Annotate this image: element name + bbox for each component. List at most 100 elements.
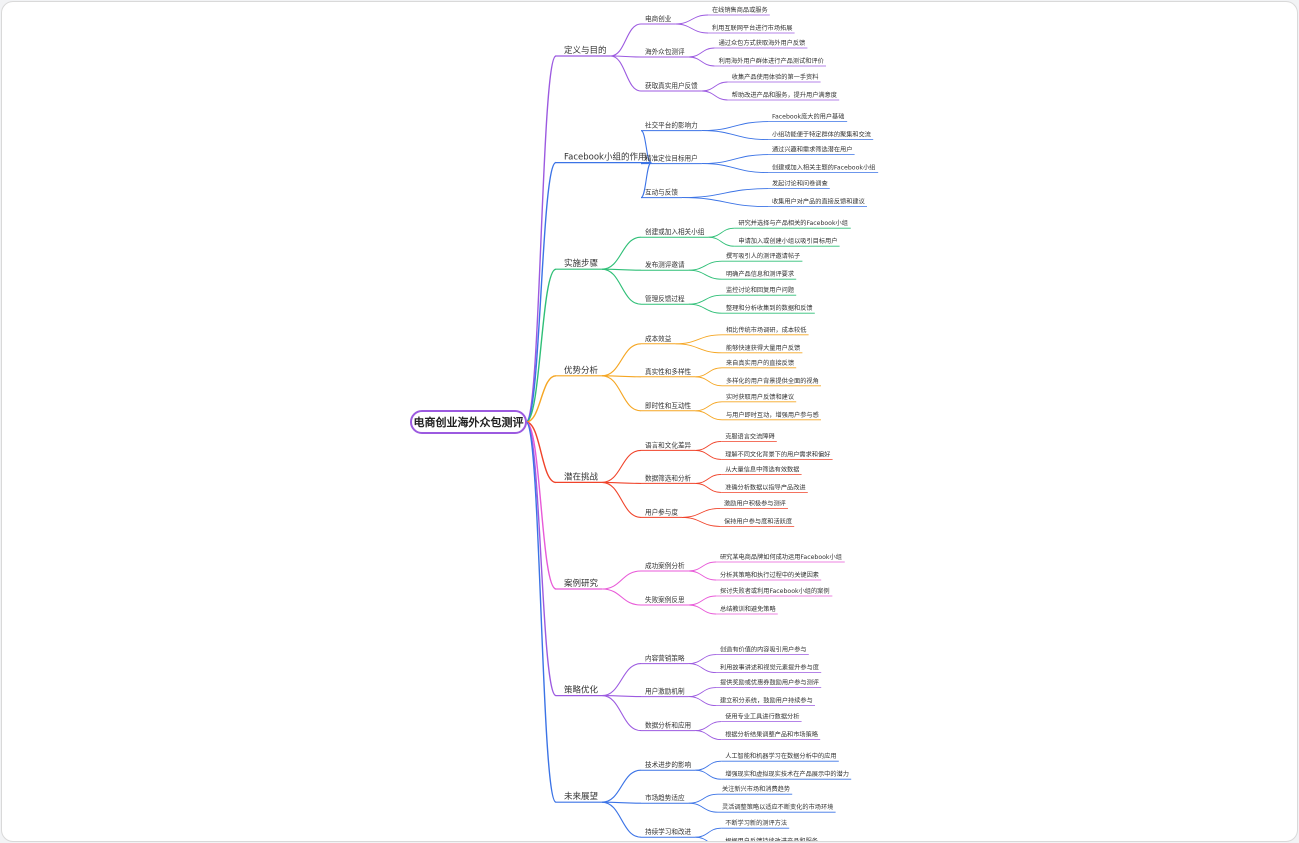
subtopic-label[interactable]: 数据筛选和分析 <box>645 473 692 482</box>
subtopic-label[interactable]: 成本效益 <box>645 334 672 343</box>
leaf-label[interactable]: 明确产品信息和测评要求 <box>726 270 794 278</box>
leaf-label[interactable]: 理解不同文化背景下的用户需求和偏好 <box>725 450 830 458</box>
subtopic-label[interactable]: 即时性和互动性 <box>645 401 692 410</box>
leaf-connector <box>695 367 723 378</box>
leaf-label[interactable]: 收集用户对产品的直接反馈和建议 <box>772 198 866 206</box>
leaf-label[interactable]: 相比传统市场调研，成本较低 <box>726 326 806 334</box>
root-label[interactable]: 电商创业海外众包测评 <box>414 415 524 429</box>
leaf-label[interactable]: 帮助改进产品和服务，提升用户满意度 <box>732 91 837 99</box>
subtopic-connector <box>601 695 642 698</box>
root-node[interactable] <box>410 410 527 434</box>
leaf-label[interactable]: 准确分析数据以指导产品改进 <box>725 483 805 491</box>
leaf-label[interactable]: 克服语言交流障碍 <box>725 432 775 440</box>
leaf-connector <box>695 410 723 421</box>
leaf-label[interactable]: 人工智能和机器学习在数据分析中的应用 <box>725 752 836 760</box>
branch-title[interactable]: 定义与目的 <box>564 45 607 56</box>
leaf-connector <box>695 473 722 484</box>
leaf-connector <box>708 227 735 238</box>
leaf-connector <box>688 260 723 271</box>
leaf-label[interactable]: 不断学习新的测评方法 <box>725 819 787 827</box>
leaf-label[interactable]: 监控讨论和回复用户问题 <box>726 286 794 294</box>
leaf-label[interactable]: 从大量信息中筛选有效数据 <box>725 465 799 473</box>
leaf-connector <box>695 827 722 838</box>
subtopic-label[interactable]: 发布测评邀请 <box>645 260 685 269</box>
subtopic-label[interactable]: 技术进步的影响 <box>645 760 692 769</box>
leaf-label[interactable]: 关注新兴市场和消费趋势 <box>722 785 790 793</box>
leaf-label[interactable]: 利用海外用户群体进行产品测试和评价 <box>719 57 824 65</box>
leaf-label[interactable]: 激励用户积极参与测评 <box>724 499 786 507</box>
subtopic-label[interactable]: 持续学习和改进 <box>645 827 692 836</box>
leaf-connector <box>681 188 769 199</box>
leaf-label[interactable]: 通过众包方式获取海外用户反馈 <box>719 39 806 47</box>
leaf-label[interactable]: 整理和分析收集到的数据和反馈 <box>726 304 813 312</box>
subtopic-label[interactable]: 语言和文化差异 <box>645 440 692 449</box>
branch-title[interactable]: 潜在挑战 <box>564 471 599 482</box>
leaf-connector <box>695 836 708 841</box>
leaf-label[interactable]: 使用专业工具进行数据分析 <box>725 713 799 721</box>
leaf-label[interactable]: 能够快速获得大量用户反馈 <box>726 344 800 352</box>
leaf-label[interactable]: 研究并选择与产品相关的Facebook小组 <box>738 219 848 227</box>
leaf-label[interactable]: 通过兴趣和需求筛选潜在用户 <box>772 146 852 154</box>
subtopic-label[interactable]: 互动与反馈 <box>645 188 678 197</box>
leaf-label[interactable]: 保持用户参与度和活跃度 <box>724 517 792 525</box>
subtopic-label[interactable]: 内容营销策略 <box>645 654 685 663</box>
subtopic-label[interactable]: 用户激励机制 <box>645 687 685 696</box>
leaf-label[interactable]: 在线销售商品或服务 <box>712 6 768 14</box>
branch-title[interactable]: 优势分析 <box>564 365 599 376</box>
subtopic-label[interactable]: 精准定位目标用户 <box>645 154 698 163</box>
leaf-label[interactable]: 多样化的用户背景提供全面的视角 <box>726 377 819 385</box>
subtopic-connector <box>601 375 642 378</box>
branch-title[interactable]: Facebook小组的作用 <box>564 152 646 163</box>
leaf-label[interactable]: 总结教训和避免策略 <box>720 605 776 613</box>
subtopic-label[interactable]: 获取真实用户反馈 <box>645 81 698 90</box>
leaf-label[interactable]: 创造有价值的内容吸引用户参与 <box>720 646 807 654</box>
leaf-label[interactable]: 增强现实和虚拟现实技术在产品展示中的潜力 <box>725 770 849 778</box>
leaf-label[interactable]: 建立积分系统，鼓励用户持续参与 <box>720 697 813 705</box>
leaf-label[interactable]: 创建或加入相关主题的Facebook小组 <box>772 164 875 172</box>
subtopic-connector <box>601 268 642 305</box>
leaf-label[interactable]: 小组功能便于特定群体的聚集和交流 <box>772 131 871 139</box>
leaf-label[interactable]: 根据分析结果调整产品和市场策略 <box>725 731 819 739</box>
branch-connector <box>525 421 557 590</box>
subtopic-connector <box>601 481 642 518</box>
leaf-label[interactable]: 探讨失败者或利用Facebook小组的案例 <box>720 587 830 595</box>
subtopic-label[interactable]: 海外众包测评 <box>645 47 685 56</box>
subtopic-label[interactable]: 失败案例反思 <box>645 595 685 604</box>
leaf-label[interactable]: 与用户即时互动，增强用户参与感 <box>726 411 819 419</box>
leaf-label[interactable]: 来自真实用户的直接反馈 <box>726 359 794 367</box>
leaf-label[interactable]: 提供奖励或优惠券鼓励用户参与测评 <box>720 679 819 687</box>
leaf-connector <box>695 482 722 493</box>
subtopic-label[interactable]: 管理反馈过程 <box>645 294 685 303</box>
leaf-label[interactable]: 研究某电商品牌如何成功运用Facebook小组 <box>720 553 842 561</box>
subtopic-label[interactable]: 数据分析和应用 <box>645 721 691 730</box>
branch-title[interactable]: 实施步骤 <box>564 258 599 269</box>
leaf-label[interactable]: 灵活调整策略以适应不断变化的市场环境 <box>722 803 833 811</box>
subtopic-label[interactable]: 创建或加入相关小组 <box>645 227 705 236</box>
subtopic-label[interactable]: 用户参与度 <box>645 507 678 516</box>
leaf-label[interactable]: 申请加入或创建小组以吸引目标用户 <box>738 237 837 245</box>
leaf-label[interactable]: 实时获取用户反馈和建议 <box>726 393 795 401</box>
branch-title[interactable]: 策略优化 <box>564 685 599 696</box>
leaf-label[interactable]: 根据用户反馈持续改进产品和服务 <box>725 837 818 841</box>
leaf-label[interactable]: 发起讨论和问卷调查 <box>772 180 828 188</box>
leaf-label[interactable]: 利用互联网平台进行市场拓展 <box>712 24 792 32</box>
leaf-label[interactable]: 撰写吸引人的测评邀请帖子 <box>726 252 800 260</box>
subtopic-label[interactable]: 真实性和多样性 <box>645 367 692 376</box>
leaf-label[interactable]: 利用故事讲述和视觉元素提升参与度 <box>720 664 819 672</box>
subtopic-label[interactable]: 电商创业 <box>645 14 672 23</box>
branch-connector <box>525 421 557 803</box>
subtopic-label[interactable]: 社交平台的影响力 <box>645 121 698 130</box>
branch-connector <box>525 268 557 423</box>
leaf-label[interactable]: 分析其策略和执行过程中的关键因素 <box>720 571 819 579</box>
leaf-connector <box>695 440 722 451</box>
branch-title[interactable]: 未来展望 <box>564 791 599 802</box>
subtopic-label[interactable]: 市场趋势适应 <box>645 793 685 802</box>
subtopic-connector <box>601 449 642 483</box>
subtopic-connector <box>601 801 642 838</box>
branch-title[interactable]: 案例研究 <box>564 578 599 589</box>
leaf-label[interactable]: 收集产品使用体验的第一手资料 <box>732 73 819 81</box>
leaf-label[interactable]: Facebook庞大的用户基础 <box>772 113 844 121</box>
subtopic-label[interactable]: 成功案例分析 <box>645 561 685 570</box>
